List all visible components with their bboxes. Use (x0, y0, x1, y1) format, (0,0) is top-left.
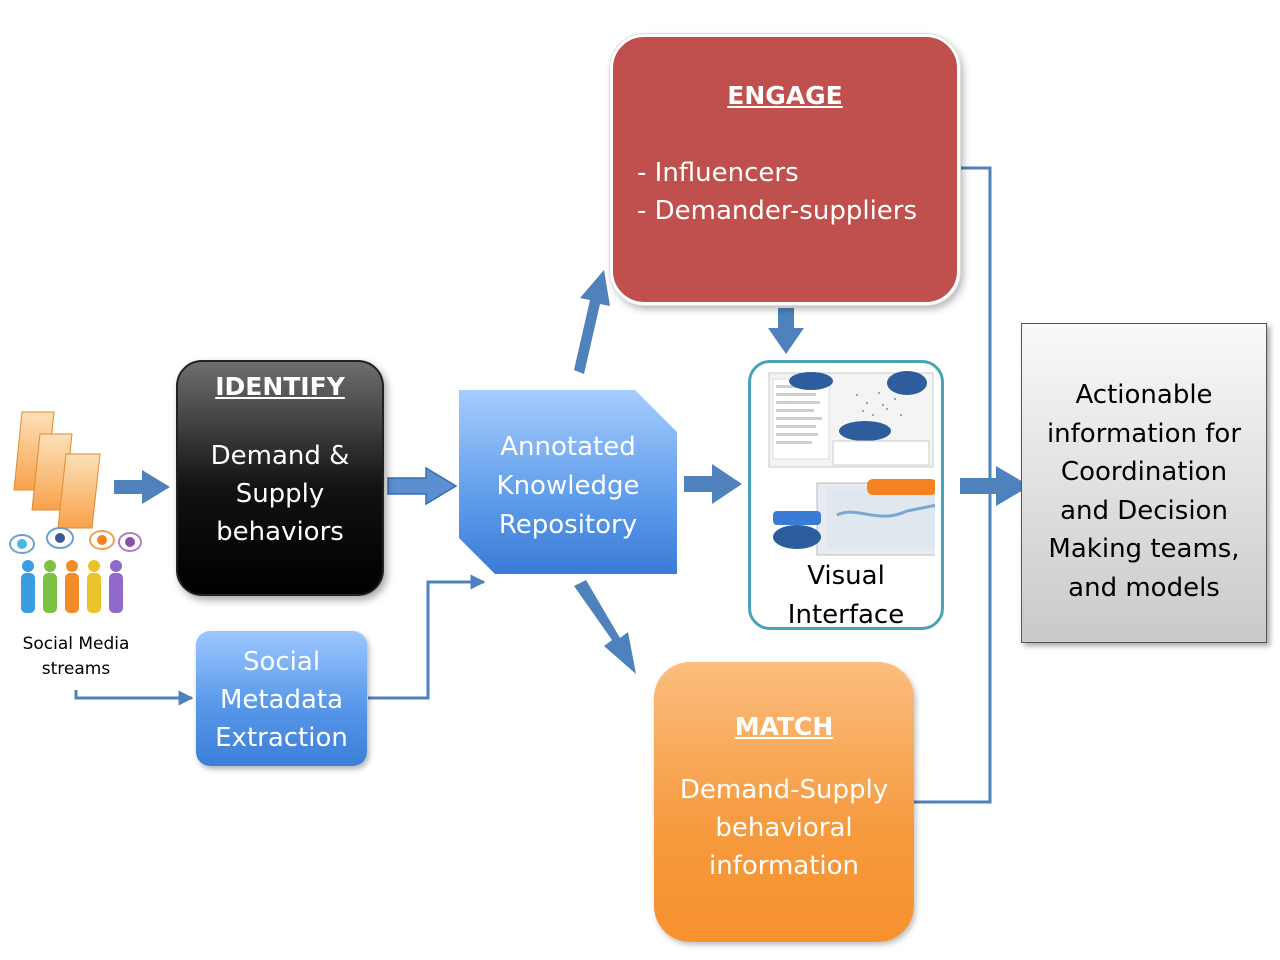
actionable-line-1: Actionable (1075, 380, 1213, 410)
social-media-sources-icon (9, 411, 142, 613)
connector-match-to-actionable (914, 486, 992, 804)
arrow-repository-to-engage (574, 270, 610, 374)
repository-shape (459, 390, 677, 574)
social-media-label-line-2: streams (41, 659, 111, 679)
visual-interface-line-2: Interface (787, 600, 905, 630)
visual-interface-line-1: Visual (807, 561, 885, 591)
engage-item-demander-suppliers: - Demander-suppliers (637, 196, 918, 226)
social-metadata-line-2: Metadata (219, 685, 344, 715)
actionable-line-6: and models (1068, 572, 1220, 603)
match-line-2: behavioral (715, 813, 853, 843)
engage-title: ENGAGE (727, 81, 843, 110)
actionable-line-3: Coordination (1060, 457, 1228, 487)
social-metadata-box: Social Metadata Extraction (196, 631, 367, 766)
engage-item-influencers: - Influencers (637, 158, 799, 188)
connector-streams-to-metadata (74, 690, 194, 706)
match-line-3: information (708, 851, 860, 881)
repository-line-3: Repository (498, 510, 638, 540)
arrow-sources-to-identify (114, 470, 170, 504)
connector-engage-to-actionable (960, 166, 992, 486)
repository-line-2: Knowledge (496, 471, 640, 501)
visual-interface-box: Visual Interface (748, 360, 944, 630)
engage-box: ENGAGE - Influencers - Demander-supplier… (610, 34, 960, 305)
identify-line-2: Supply (235, 479, 325, 509)
actionable-information-box: Actionable information for Coordination … (1021, 323, 1267, 643)
match-title: MATCH (734, 712, 834, 741)
actionable-line-5: Making teams, (1048, 534, 1240, 564)
actionable-line-4: and Decision (1060, 495, 1228, 526)
arrow-visual-to-actionable (960, 466, 1030, 506)
visual-interface-screenshot-icon (768, 371, 935, 556)
knowledge-repository-box: Annotated Knowledge Repository (459, 390, 677, 574)
social-metadata-line-3: Extraction (215, 723, 348, 753)
document-stack-icon (13, 411, 101, 529)
identify-line-1: Demand & (210, 441, 350, 471)
identify-title: IDENTIFY (215, 372, 345, 401)
people-group-icon (21, 560, 123, 613)
social-metadata-line-1: Social (242, 647, 321, 677)
arrow-engage-to-visual (768, 308, 804, 354)
repository-line-1: Annotated (500, 432, 636, 462)
social-media-label-line-1: Social Media (22, 634, 130, 654)
social-media-streams-label: Social Media streams (6, 632, 146, 682)
identify-box: IDENTIFY Demand & Supply behaviors (176, 360, 384, 596)
match-line-1: Demand-Supply (679, 775, 889, 805)
arrow-repository-to-visual (684, 464, 742, 504)
connector-metadata-to-repository (368, 574, 486, 700)
actionable-line-2: information for (1046, 418, 1242, 449)
match-box: MATCH Demand-Supply behavioral informati… (654, 662, 914, 942)
identify-line-3: behaviors (216, 517, 344, 547)
arrow-identify-to-repository (387, 466, 458, 506)
speech-bubbles-icon (9, 527, 142, 554)
arrow-repository-to-match (574, 580, 636, 674)
